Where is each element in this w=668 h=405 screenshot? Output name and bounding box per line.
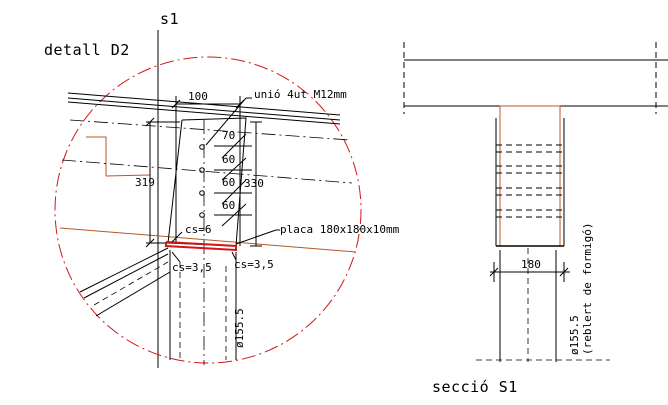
bolt-ticks xyxy=(214,133,252,227)
section-title: secció S1 xyxy=(432,378,518,396)
section-dim-180-label: 180 xyxy=(521,258,541,271)
section-pipe-diameter-label: ø155.5 xyxy=(568,315,581,355)
bolts xyxy=(199,144,205,218)
sloped-beam xyxy=(59,136,357,253)
bolt-4 xyxy=(199,212,205,218)
detail-circle xyxy=(54,56,362,364)
dim-319-label: 319 xyxy=(135,176,155,189)
section-bolts xyxy=(496,144,564,218)
detail-title: detall D2 xyxy=(44,41,130,59)
dim-330: 330 xyxy=(244,121,264,247)
dim-100-label: 100 xyxy=(188,90,208,103)
section-marker-label: s1 xyxy=(160,10,179,28)
bolt-note-label: unió 4ut M12mm xyxy=(254,88,347,101)
dim-330-label: 330 xyxy=(244,177,264,190)
section-pipe xyxy=(476,248,610,362)
weld-cs35-right-leader xyxy=(231,251,237,261)
plate-note: placa 180x180x10mm xyxy=(235,223,400,245)
weld-cs35-left-label: cs=3,5 xyxy=(172,261,212,274)
axis-lines xyxy=(61,119,353,184)
weld-cs35-left-leader xyxy=(171,251,181,263)
section-fill-note: (reblert de formigó) xyxy=(581,223,594,355)
support-column xyxy=(169,250,237,360)
plate-note-label: placa 180x180x10mm xyxy=(280,223,400,236)
diagonal-brace xyxy=(79,247,171,317)
bolt-2 xyxy=(199,167,205,173)
dim-60c-label: 60 xyxy=(222,199,235,212)
dim-319: 319 xyxy=(135,117,180,248)
section-column xyxy=(495,105,565,247)
section-dim-180: 180 xyxy=(489,258,570,282)
weld-cs35-right-label: cs=3,5 xyxy=(234,258,274,271)
bolt-note: unió 4ut M12mm xyxy=(205,88,347,146)
dim-60b-label: 60 xyxy=(222,176,235,189)
dim-60a-label: 60 xyxy=(222,153,235,166)
section-marker-s1: s1 xyxy=(157,10,179,368)
section-beam xyxy=(403,42,668,114)
pipe-diameter-label: ø155.5 xyxy=(233,308,246,348)
bolt-1 xyxy=(199,144,205,150)
base-plate xyxy=(165,241,237,252)
weld-cs6-label: cs=6 xyxy=(185,223,212,236)
dim-70-label: 70 xyxy=(222,129,235,142)
dim-100: 100 xyxy=(171,90,245,116)
bolt-3 xyxy=(199,190,205,196)
weld-cs6-leader xyxy=(171,231,183,243)
